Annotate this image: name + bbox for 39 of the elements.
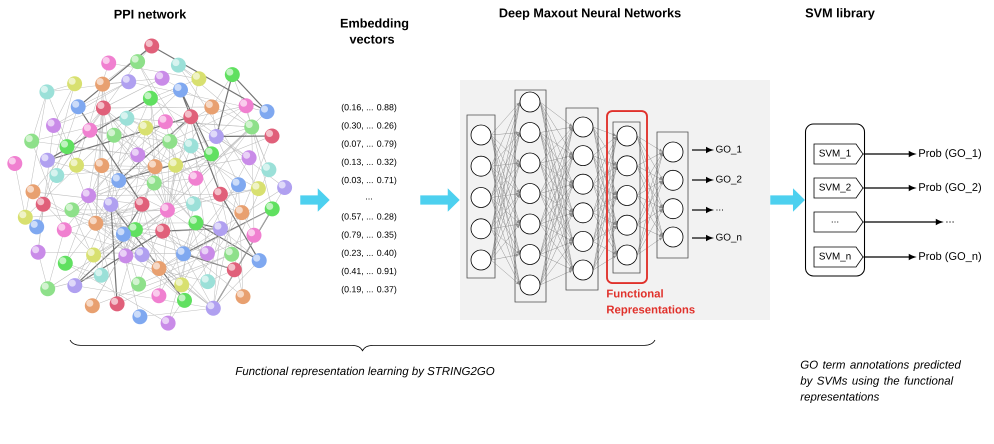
classifier-tag: ... — [814, 212, 864, 232]
vector-text: (0.23, ... 0.40) — [342, 250, 396, 258]
vector-text: (0.79, ... 0.35) — [342, 231, 396, 240]
arrow — [864, 219, 942, 225]
arrow — [864, 151, 916, 157]
vector-text: (0.16, ... 0.88) — [342, 104, 396, 112]
arrow — [864, 185, 916, 191]
classifier-tag: SVM_1 — [814, 144, 864, 164]
panel-title: PPI network — [114, 9, 186, 19]
output-label: GO_n — [716, 234, 742, 242]
output-label: GO_2 — [716, 176, 742, 184]
output-label: GO_1 — [716, 146, 742, 154]
panel-title: SVM library — [806, 8, 875, 20]
library-box — [804, 123, 866, 277]
probability-label: Prob (GO_n) — [919, 252, 981, 262]
vector-text: (0.41, ... 0.91) — [342, 268, 396, 276]
vector-text: (0.57, ... 0.28) — [342, 213, 396, 222]
vector-text: (0.13, ... 0.32) — [342, 158, 396, 167]
caption: GO term annotations predicted by SVMs using the functional representations — [800, 360, 962, 403]
arrow — [692, 207, 712, 213]
arrow — [864, 254, 916, 260]
probability-label: ... — [946, 221, 954, 223]
classifier-tag: SVM_n — [814, 246, 864, 268]
output-label: ... — [716, 210, 723, 211]
probability-label: Prob (GO_2) — [919, 182, 981, 194]
caption: Functional representation learning by STRING2GO — [236, 366, 494, 378]
vector-text: (0.30, ... 0.26) — [342, 122, 396, 130]
panel-title: Deep Maxout Neural Networks — [500, 8, 681, 20]
probability-label: Prob (GO_1) — [919, 148, 981, 160]
vector-text: ... — [366, 198, 372, 200]
vector-text: (0.19, ... 0.37) — [342, 286, 396, 294]
arrow — [692, 235, 712, 241]
classifier-tag: SVM_2 — [814, 178, 864, 198]
highlight-caption: Functional Representations — [607, 289, 695, 316]
vector-text: (0.07, ... 0.79) — [342, 140, 396, 148]
panel-title: Embedding vectors — [340, 18, 408, 44]
arrow — [692, 147, 712, 153]
arrow — [692, 177, 712, 183]
vector-text: (0.03, ... 0.71) — [342, 176, 396, 185]
